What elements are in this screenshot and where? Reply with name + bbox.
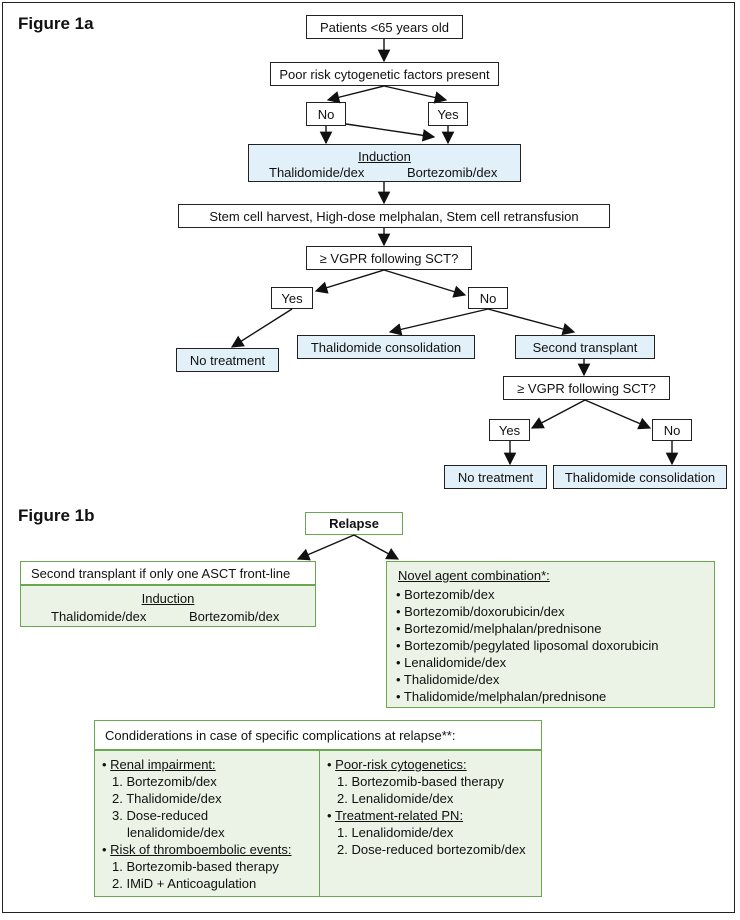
arrow-vgpr-to-no [383, 269, 467, 298]
arrow-no-to-yes-branch [345, 123, 436, 142]
no-treatment-box-2: No treatment [444, 465, 547, 489]
pn-item: 2. Dose-reduced bortezomib/dex [337, 842, 526, 857]
induction-right-1b: Bortezomib/dex [189, 609, 280, 624]
renal-item: 2. Thalidomide/dex [112, 791, 222, 806]
considerations-divider [319, 751, 320, 896]
thal-consolidation-box-1: Thalidomide consolidation [297, 335, 475, 359]
thrombo-title: • Risk of thromboembolic events: [102, 842, 292, 857]
arrow-yes-to-notreatment [230, 308, 293, 348]
thal-consolidation-box-2: Thalidomide consolidation [553, 465, 727, 489]
second-transplant-asct-box: Second transplant if only one ASCT front… [20, 561, 316, 585]
arrow-no-to-second-transplant [487, 308, 576, 336]
poor-risk-item: 2. Lenalidomide/dex [337, 791, 454, 806]
arrow-relapse-to-second-transplant [296, 534, 355, 561]
arrow-no-to-consolidation [388, 308, 489, 336]
renal-item: 3. Dose-reduced [112, 808, 209, 823]
novel-item: • Bortezomib/dex [396, 587, 495, 602]
induction-box-1b: Induction Thalidomide/dex Bortezomib/dex [20, 585, 316, 627]
no-box-1: No [306, 102, 346, 126]
arrow-relapse-to-novel [353, 534, 400, 560]
pn-title: • Treatment-related PN: [327, 808, 464, 823]
poor-risk-item: 1. Bortezomib-based therapy [337, 774, 504, 789]
thrombo-item: 1. Bortezomib-based therapy [112, 859, 279, 874]
arrow-vgpr2-to-yes [530, 399, 586, 429]
renal-title: • Renal impairment: [102, 757, 216, 772]
yes-box-1: Yes [428, 102, 468, 126]
induction-left: Thalidomide/dex [269, 165, 365, 180]
induction-title: Induction [358, 149, 411, 164]
novel-item: • Lenalidomide/dex [396, 655, 507, 670]
vgpr-box-2: ≥ VGPR following SCT? [503, 376, 670, 400]
novel-agent-box: Novel agent combination*: • Bortezomib/d… [386, 561, 715, 708]
novel-item: • Bortezomib/pegylated liposomal doxorub… [396, 638, 659, 653]
renal-item: lenalidomide/dex [127, 825, 225, 840]
pn-item: 1. Lenalidomide/dex [337, 825, 454, 840]
induction-right: Bortezomib/dex [407, 165, 498, 180]
novel-item: • Thalidomide/melphalan/prednisone [396, 689, 607, 704]
figure-1a-label: Figure 1a [18, 14, 94, 33]
arrow-vgpr-to-yes [314, 269, 385, 294]
second-transplant-box: Second transplant [515, 335, 655, 359]
induction-box-1a: Induction Thalidomide/dex Bortezomib/dex [248, 144, 521, 182]
vgpr-box-1: ≥ VGPR following SCT? [306, 246, 472, 270]
induction-left-1b: Thalidomide/dex [51, 609, 147, 624]
induction-title-1b: Induction [141, 591, 195, 606]
thrombo-item: 2. IMiD + Anticoagulation [112, 876, 257, 891]
figure-1b-label: Figure 1b [18, 506, 95, 525]
arrow-risk-to-yes [383, 85, 448, 104]
poor-risk-title: • Poor-risk cytogenetics: [327, 757, 467, 772]
novel-item: • Thalidomide/dex [396, 672, 500, 687]
novel-agent-title: Novel agent combination*: [398, 568, 550, 583]
relapse-box: Relapse [305, 512, 403, 535]
yes-box-2: Yes [271, 287, 313, 309]
considerations-title-box: Condiderations in case of specific compl… [94, 720, 542, 750]
renal-item: 1. Bortezomib/dex [112, 774, 217, 789]
novel-item: • Bortezomib/doxorubicin/dex [396, 604, 565, 619]
yes-box-3: Yes [489, 419, 530, 441]
no-box-3: No [652, 419, 692, 441]
considerations-body: • Renal impairment: 1. Bortezomib/dex 2.… [94, 750, 542, 897]
novel-item: • Bortezomid/melphalan/prednisone [396, 621, 602, 636]
no-box-2: No [468, 287, 508, 309]
no-treatment-box-1: No treatment [176, 348, 279, 372]
patients-box: Patients <65 years old [306, 15, 463, 39]
stem-cell-box: Stem cell harvest, High-dose melphalan, … [178, 204, 610, 228]
arrow-vgpr2-to-no [584, 399, 652, 430]
arrow-risk-to-no [326, 85, 385, 104]
